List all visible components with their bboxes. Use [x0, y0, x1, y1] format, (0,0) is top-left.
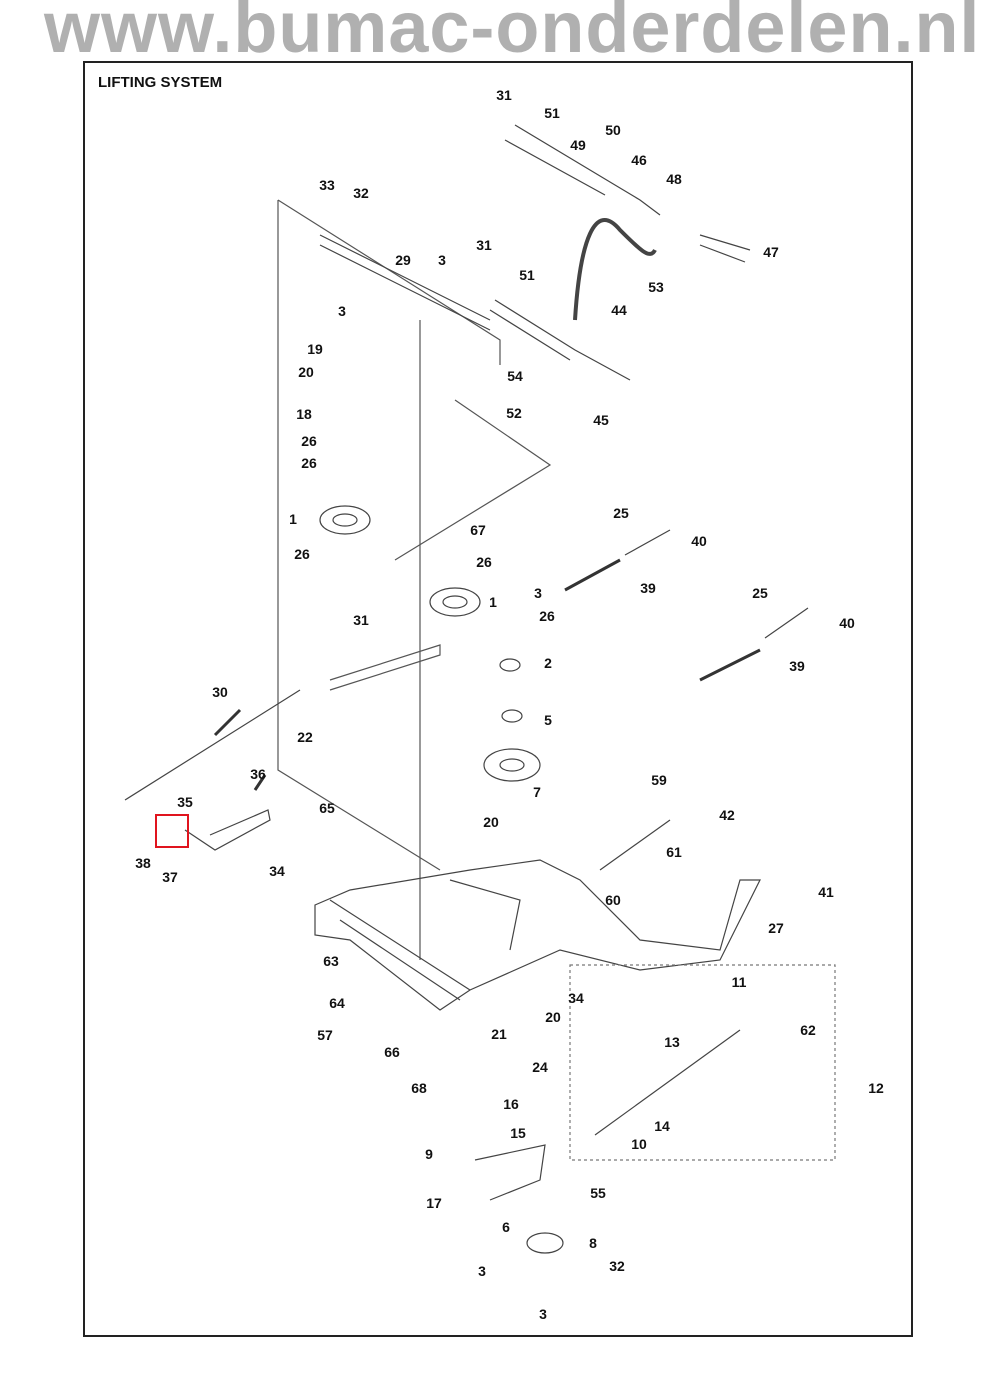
part-label-31: 31 — [353, 612, 369, 628]
part-label-3: 3 — [478, 1263, 486, 1279]
part-label-26: 26 — [476, 554, 492, 570]
part-label-59: 59 — [651, 772, 667, 788]
part-label-2: 2 — [544, 655, 552, 671]
part-label-6: 6 — [502, 1219, 510, 1235]
part-label-20: 20 — [298, 364, 314, 380]
part-label-7: 7 — [533, 784, 541, 800]
part-label-34: 34 — [568, 990, 584, 1006]
part-label-62: 62 — [800, 1022, 816, 1038]
part-label-40: 40 — [839, 615, 855, 631]
part-label-61: 61 — [666, 844, 682, 860]
part-label-52: 52 — [506, 405, 522, 421]
part-label-63: 63 — [323, 953, 339, 969]
pulleys — [319, 505, 564, 1254]
part-label-1: 1 — [289, 511, 297, 527]
part-label-22: 22 — [297, 729, 313, 745]
diagram-title: LIFTING SYSTEM — [98, 74, 223, 91]
part-label-60: 60 — [605, 892, 621, 908]
part-label-21: 21 — [491, 1026, 507, 1042]
part-label-14: 14 — [654, 1118, 670, 1134]
part-label-26: 26 — [301, 433, 317, 449]
part-label-3: 3 — [539, 1306, 547, 1322]
part-label-8: 8 — [589, 1235, 597, 1251]
highlight-box-part-37[interactable] — [155, 814, 189, 848]
part-label-25: 25 — [613, 505, 629, 521]
part-label-30: 30 — [212, 684, 228, 700]
shaft-upper — [319, 124, 751, 381]
part-label-66: 66 — [384, 1044, 400, 1060]
part-label-24: 24 — [532, 1059, 548, 1075]
part-label-25: 25 — [752, 585, 768, 601]
part-label-35: 35 — [177, 794, 193, 810]
part-label-3: 3 — [438, 252, 446, 268]
part-label-36: 36 — [250, 766, 266, 782]
part-label-26: 26 — [294, 546, 310, 562]
part-label-17: 17 — [426, 1195, 442, 1211]
part-label-64: 64 — [329, 995, 345, 1011]
part-label-37: 37 — [162, 869, 178, 885]
part-label-32: 32 — [353, 185, 369, 201]
part-label-13: 13 — [664, 1034, 680, 1050]
part-label-55: 55 — [590, 1185, 606, 1201]
part-label-26: 26 — [539, 608, 555, 624]
rods — [124, 529, 809, 1201]
part-label-40: 40 — [691, 533, 707, 549]
part-label-32: 32 — [609, 1258, 625, 1274]
part-label-3: 3 — [338, 303, 346, 319]
part-label-49: 49 — [570, 137, 586, 153]
part-label-44: 44 — [611, 302, 627, 318]
part-label-48: 48 — [666, 171, 682, 187]
part-label-18: 18 — [296, 406, 312, 422]
part-label-26: 26 — [301, 455, 317, 471]
part-label-11: 11 — [731, 974, 747, 990]
part-label-42: 42 — [719, 807, 735, 823]
part-label-1: 1 — [489, 594, 497, 610]
part-label-46: 46 — [631, 152, 647, 168]
part-label-10: 10 — [631, 1136, 647, 1152]
part-label-41: 41 — [818, 884, 834, 900]
part-label-67: 67 — [470, 522, 486, 538]
part-label-51: 51 — [519, 267, 535, 283]
part-label-34: 34 — [269, 863, 285, 879]
part-label-19: 19 — [307, 341, 323, 357]
subassembly-12-box — [569, 964, 836, 1161]
part-label-33: 33 — [319, 177, 335, 193]
part-label-39: 39 — [789, 658, 805, 674]
part-label-50: 50 — [605, 122, 621, 138]
watermark: www.bumac-onderdelen.nl — [44, 0, 981, 68]
part-label-54: 54 — [507, 368, 523, 384]
part-label-20: 20 — [545, 1009, 561, 1025]
part-label-47: 47 — [763, 244, 779, 260]
part-label-29: 29 — [395, 252, 411, 268]
part-label-3: 3 — [534, 585, 542, 601]
part-label-12: 12 — [868, 1080, 884, 1096]
part-label-20: 20 — [483, 814, 499, 830]
part-label-45: 45 — [593, 412, 609, 428]
part-label-53: 53 — [648, 279, 664, 295]
part-label-68: 68 — [411, 1080, 427, 1096]
part-label-51: 51 — [544, 105, 560, 121]
part-label-15: 15 — [510, 1125, 526, 1141]
part-label-5: 5 — [544, 712, 552, 728]
part-label-39: 39 — [640, 580, 656, 596]
springs — [213, 558, 761, 791]
frame-outline-lines — [277, 199, 552, 960]
diagram-frame — [83, 61, 913, 1337]
part-label-27: 27 — [768, 920, 784, 936]
part-label-31: 31 — [496, 87, 512, 103]
part-label-57: 57 — [317, 1027, 333, 1043]
part-label-16: 16 — [503, 1096, 519, 1112]
part-label-38: 38 — [135, 855, 151, 871]
part-label-31: 31 — [476, 237, 492, 253]
part-label-65: 65 — [319, 800, 335, 816]
part-label-9: 9 — [425, 1146, 433, 1162]
chassis-frame — [314, 859, 761, 1011]
